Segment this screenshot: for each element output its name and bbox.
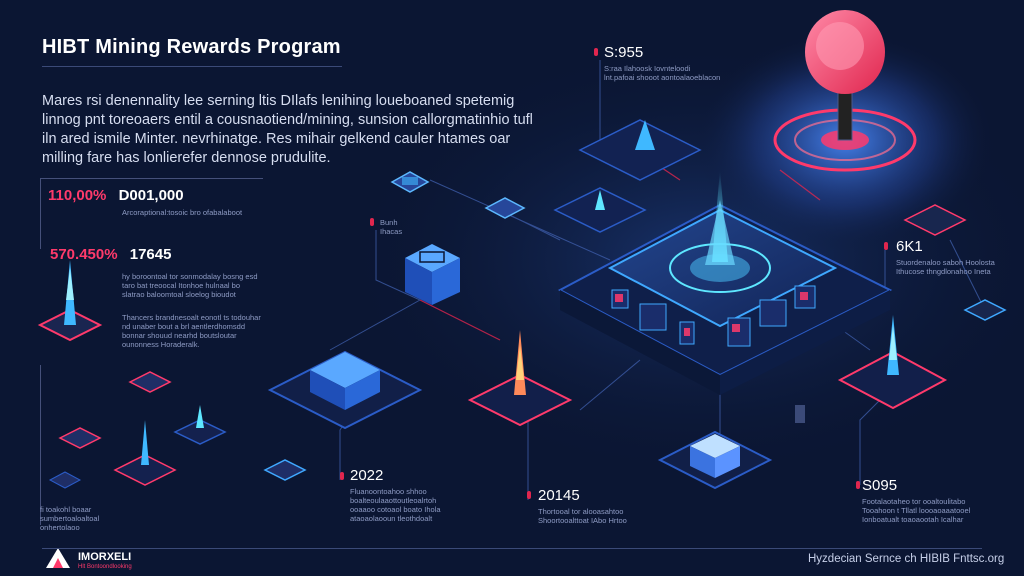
callout-1-line-2: lnt.pafoai shooot aontoalaoeblacon: [604, 73, 721, 82]
intro-paragraph: Mares rsi denennality lee serning ltis D…: [42, 93, 533, 166]
callout-1-label: S:955: [604, 44, 644, 61]
callout-3-line-1: Stuordenaloo saboh Hoolosta: [896, 258, 995, 267]
footer-divider: [42, 548, 982, 549]
stat-frame-1: [40, 178, 263, 249]
stat-2: 570.450% 17645: [50, 246, 171, 263]
logo-name: IMORXELI: [78, 551, 132, 563]
callout-6-line-2: Tooahoon t Tllatl loooaoaaatooel: [862, 506, 971, 515]
left-tower-platform: [37, 260, 103, 342]
callout-5-label: 20145: [538, 487, 580, 504]
callout-1-marker: [594, 48, 598, 56]
callout-3-marker: [884, 242, 888, 250]
callout-3-line-2: Ithucose thngdlonahoo Ineta: [896, 267, 991, 276]
callout-2-marker: [370, 218, 374, 226]
stat-1: 110,00% D001,000: [48, 187, 184, 204]
map-pin: [773, 10, 917, 172]
callout-4-line-1: Fluanoontoahoo shhoo: [350, 487, 427, 496]
central-platform: [557, 170, 893, 395]
callout-1-line-1: S:raa Ilahoosk Iovnteloodi: [604, 64, 691, 73]
left-label-1: fi toakohl boaar: [40, 505, 92, 514]
stat-2-note-7: ounonness Horaderalk.: [122, 340, 200, 349]
callout-4-marker: [340, 472, 344, 480]
stat-2-note-2: taro bat treoocal Itonhoe hulnaal bo: [122, 281, 241, 290]
callout-2-line-1: Bunh: [380, 218, 398, 227]
title-divider: [42, 66, 342, 67]
callout-2-line-2: Ihacas: [380, 227, 403, 236]
stat-2-note-4: Thancers brandnesoalt eonotl ts todouhar: [122, 313, 261, 322]
iso-blocks: [48, 119, 1007, 490]
stat-2-percent: 570.450%: [50, 246, 118, 263]
stat-1-percent: 110,00%: [48, 187, 107, 204]
logo-tagline: Hlt Bontoondlooking: [78, 564, 132, 570]
callout-4-label: 2022: [350, 467, 384, 484]
callout-6-marker: [856, 481, 860, 489]
callout-4-line-3: ooaaoo cotoaol boato Ihola: [350, 505, 441, 514]
footer-credit: Hyzdecian Sernce ch HIBIB Fnttsc.org: [808, 553, 1005, 565]
left-label-2: sumbertoaloaltoal: [40, 514, 100, 523]
stat-2-note-6: bonnar shouud nearhd boutsloutar: [122, 331, 237, 340]
stat-1-note: Arcoraptional:tosoic bro ofabalaboot: [122, 208, 243, 217]
stat-2-value: 17645: [129, 246, 172, 263]
callout-4-line-2: boalteoulaaottoutleoalrtoh: [350, 496, 437, 505]
callout-3-label: 6K1: [896, 238, 923, 255]
callout-6-line-3: Ionboatualt toaoaootah Icalhar: [862, 515, 964, 524]
callout-5-line-1: Thortooal tor alooasahtoo: [538, 507, 624, 516]
stat-1-value: D001,000: [118, 187, 184, 204]
callout-5-line-2: Shoortooalttoat IAbo Hrtoo: [538, 516, 627, 525]
left-label-3: onhertolaoo: [40, 523, 80, 532]
stat-2-note-1: hy boroontoal tor sonmodalay bosng esd: [122, 272, 258, 281]
callout-6-line-1: Footalaotaheo tor ooaltoulitabo: [862, 497, 966, 506]
stat-frame-2: [40, 365, 263, 525]
callout-5-marker: [527, 491, 531, 499]
logo-mark: [46, 548, 70, 568]
callout-4-line-4: ataoaolaooun tleothdoalt: [350, 514, 433, 523]
callout-6-label: S095: [862, 477, 898, 494]
stat-2-note-5: nd unaber bout a brl aentlerdhomsdd: [122, 322, 246, 331]
page-title: HIBT Mining Rewards Program: [42, 36, 341, 58]
stat-2-note-3: slatrao baloomtoal sloelog bioudot: [122, 290, 236, 299]
